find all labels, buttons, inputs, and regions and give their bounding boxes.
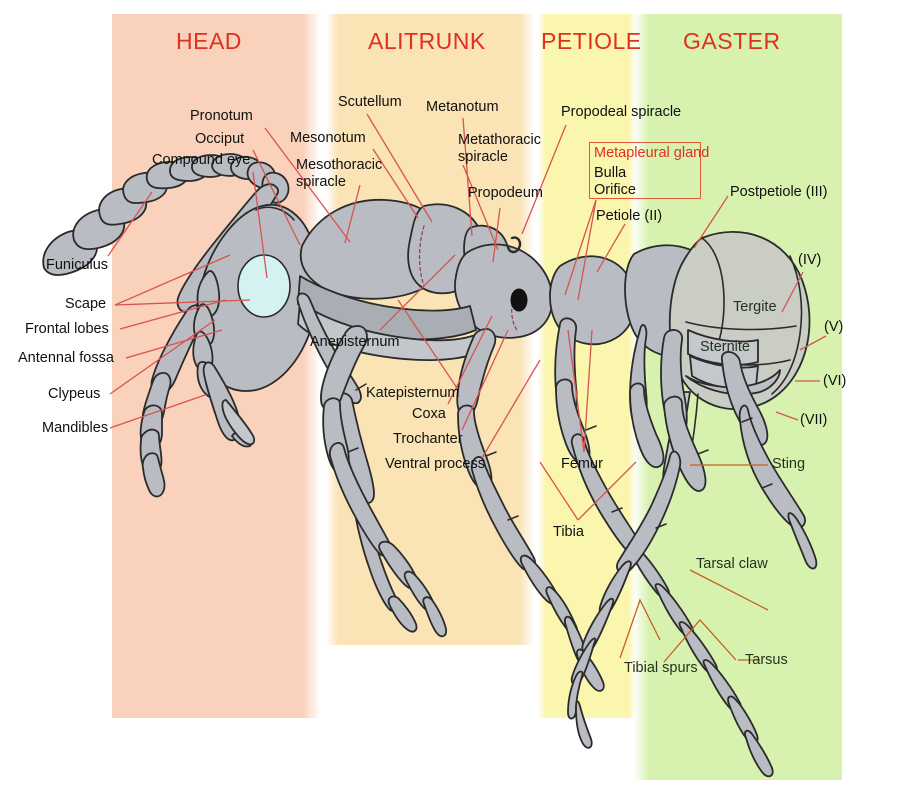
leg-spurs: [347, 383, 773, 529]
label-antennal-fossa: Antennal fossa: [18, 350, 114, 366]
label-scape: Scape: [65, 296, 107, 312]
label-anepisternum: Anepisternum: [310, 334, 400, 350]
label-segment-vii: (VII): [800, 412, 828, 428]
midleg: [320, 325, 447, 638]
label-mandibles: Mandibles: [42, 420, 109, 436]
label-sting: Sting: [772, 456, 806, 472]
hindleg-3: [721, 351, 818, 570]
label-mesonotum: Mesonotum: [290, 130, 366, 146]
section-title-head: HEAD: [176, 28, 242, 54]
label-metathoracic-spiracle: Metathoracic spiracle: [458, 132, 542, 166]
label-bulla: Bulla: [594, 165, 627, 181]
label-compound-eye: Compound eye: [152, 152, 251, 168]
midleg-2: [456, 328, 605, 692]
gaster-legs: [629, 324, 665, 469]
label-tarsal-claw: Tarsal claw: [696, 556, 768, 572]
label-orifice: Orifice: [594, 182, 636, 198]
label-postpetiole-iii: Postpetiole (III): [730, 184, 828, 200]
hindleg-2: [567, 329, 707, 749]
label-mesothoracic-spiracle: Mesothoracic spiracle: [296, 157, 383, 191]
label-metanotum: Metanotum: [426, 99, 499, 115]
metapleural-gland-box: [589, 142, 701, 199]
label-propodeal-spiracle: Propodeal spiracle: [561, 104, 682, 120]
label-tarsus: Tarsus: [745, 652, 788, 668]
label-trochanter: Trochanter: [393, 431, 463, 447]
head-capsule: [192, 203, 319, 448]
label-frontal-lobes: Frontal lobes: [25, 321, 109, 337]
label-tibial-spurs: Tibial spurs: [624, 660, 698, 676]
label-ventral-process: Ventral process: [385, 456, 485, 472]
label-coxa: Coxa: [412, 406, 446, 422]
leader-lines-warm: [619, 464, 769, 663]
ant-illustration: [42, 153, 818, 778]
label-scutellum: Scutellum: [338, 94, 402, 110]
section-title-alitrunk: ALITRUNK: [368, 28, 486, 54]
hindleg: [554, 317, 774, 778]
section-title-petiole: PETIOLE: [541, 28, 642, 54]
label-propodeum: Propodeum: [468, 185, 543, 201]
label-petiole-ii: Petiole (II): [596, 208, 663, 224]
label-metapleural-gland: Metapleural gland: [594, 145, 710, 161]
label-clypeus: Clypeus: [48, 386, 101, 402]
label-femur: Femur: [561, 456, 603, 472]
label-segment-v: (V): [824, 319, 844, 335]
compound-eye-shape: [237, 254, 291, 318]
label-tibia: Tibia: [553, 524, 584, 540]
label-funiculus: Funiculus: [46, 257, 109, 273]
section-title-gaster: GASTER: [683, 28, 781, 54]
label-sternite: Sternite: [700, 339, 750, 355]
label-segment-iv: (IV): [798, 252, 822, 268]
label-pronotum: Pronotum: [190, 108, 253, 124]
label-occiput: Occiput: [195, 131, 245, 147]
label-katepisternum: Katepisternum: [366, 385, 460, 401]
label-segment-vi: (VI): [823, 373, 847, 389]
label-tergite: Tergite: [733, 299, 777, 315]
leader-lines: [107, 113, 827, 521]
